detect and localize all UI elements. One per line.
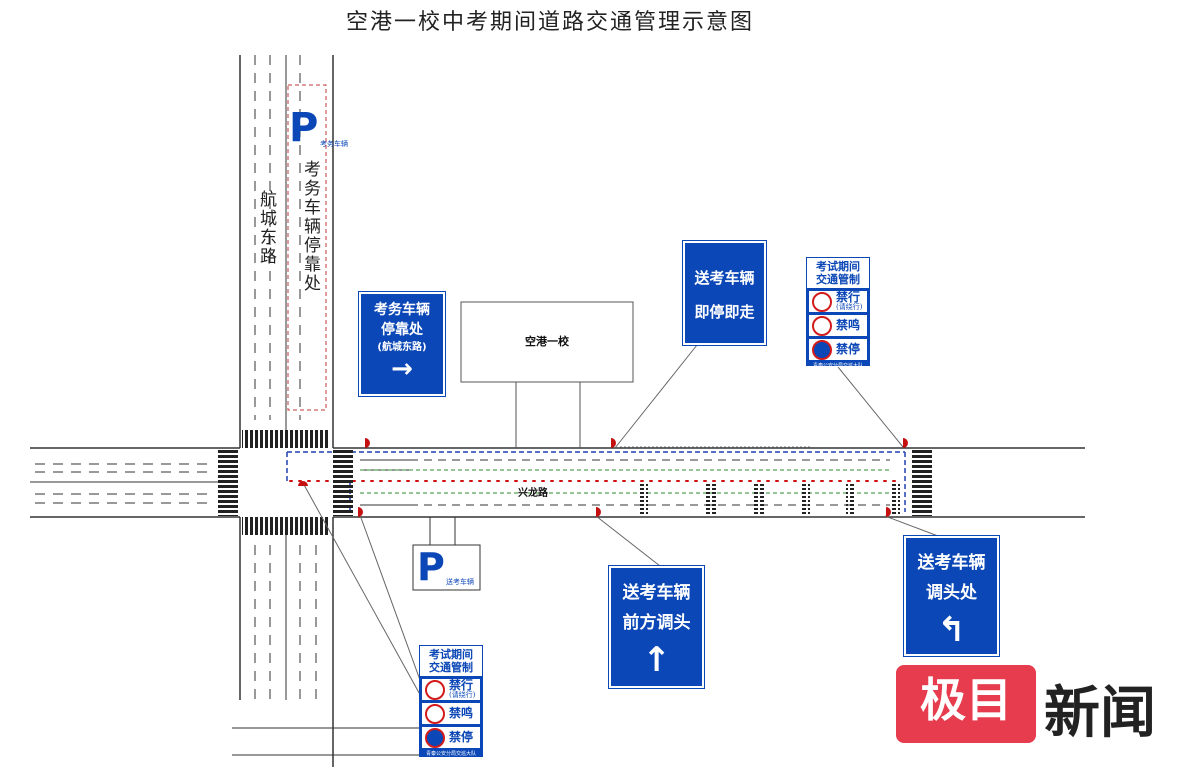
- sign-marker: [596, 507, 601, 517]
- sign-marker: [886, 507, 891, 517]
- no-honking-label: 禁鸣: [836, 318, 861, 332]
- lane-marker: [890, 482, 900, 515]
- dropoff-parking-lot: [412, 544, 481, 591]
- traffic-control-sign-upper: 考试期间 交通管制 禁行(请绕行) 禁鸣 禁停 青秦公安分局交巡大队: [806, 257, 870, 369]
- staff-parking-p-icon: P: [289, 105, 319, 151]
- control-row-no-entry: 禁行(请绕行): [809, 291, 867, 312]
- leader-line: [302, 482, 424, 701]
- sign-marker: [903, 438, 908, 448]
- staff-stop-line2: 停靠处: [381, 322, 423, 338]
- crosswalk-far-east: [912, 450, 932, 516]
- lane-marker: [638, 482, 648, 515]
- dropoff-parking-p-icon: P: [417, 545, 445, 589]
- detour-label: (请绕行): [836, 303, 863, 311]
- traffic-control-sign-lower: 考试期间 交通管制 禁行(请绕行) 禁鸣 禁停 青秦公安分局交巡大队: [419, 645, 483, 757]
- control-head-line1: 考试期间: [429, 648, 473, 661]
- no-stopping-icon: [425, 727, 445, 748]
- no-vehicles-icon: [812, 291, 832, 312]
- sign-marker: [298, 481, 308, 486]
- control-row-no-honk: 禁鸣: [422, 703, 480, 724]
- control-sign-footer: 青秦公安分局交巡大队: [425, 751, 476, 757]
- lane-marker: [706, 482, 716, 515]
- staff-stop-line1: 考务车辆: [374, 302, 430, 318]
- staff-parking-small-label: 考务车辆: [320, 140, 348, 148]
- no-entry-label: 禁行: [449, 678, 474, 692]
- crosswalk-east: [333, 450, 353, 516]
- sign-marker: [358, 507, 363, 517]
- crosswalk-north: [242, 430, 330, 448]
- staff-stop-sign: 考务车辆 停靠处 (航城东路) →: [358, 291, 446, 397]
- sign-marker: [611, 438, 616, 448]
- no-vehicles-icon: [425, 679, 445, 700]
- road-label-hangcheng-east: 航城东路: [256, 190, 276, 266]
- control-sign-footer: 青秦公安分局交巡大队: [812, 363, 863, 369]
- sign-marker: [365, 438, 370, 448]
- uturn-ahead-sign: 送考车辆 前方调头 ↑: [608, 565, 705, 689]
- control-row-no-stop: 禁停: [809, 339, 867, 360]
- uturn-ahead-line2: 前方调头: [622, 613, 691, 633]
- up-arrow-icon: ↑: [642, 640, 671, 680]
- control-sign-header: 考试期间 交通管制: [420, 646, 482, 676]
- quick-drop-line2: 即停即走: [694, 303, 755, 321]
- dropoff-parking-small-label: 送考车辆: [446, 578, 474, 586]
- staff-parking-zone: [287, 84, 327, 411]
- no-stopping-icon: [812, 339, 832, 360]
- no-stopping-label: 禁停: [836, 342, 861, 356]
- uturn-here-sign: 送考车辆 调头处 ↰: [903, 535, 1000, 657]
- control-head-line2: 交通管制: [816, 273, 860, 286]
- uturn-here-line1: 送考车辆: [917, 553, 986, 573]
- leader-line: [595, 515, 661, 567]
- uturn-ahead-line1: 送考车辆: [622, 583, 691, 603]
- control-row-no-stop: 禁停: [422, 727, 480, 748]
- no-honking-icon: [425, 703, 445, 724]
- watermark-logo-text: 新闻: [1044, 680, 1156, 746]
- control-row-no-entry: 禁行(请绕行): [422, 679, 480, 700]
- no-entry-label: 禁行: [836, 290, 861, 304]
- staff-parking-vertical-label: 考务车辆停靠处: [300, 160, 320, 293]
- crosswalk-west: [218, 450, 238, 516]
- leader-line: [359, 514, 421, 681]
- no-honking-icon: [812, 315, 832, 336]
- detour-label: (请绕行): [449, 691, 476, 699]
- crosswalk-south: [242, 517, 330, 535]
- leader-line: [884, 515, 939, 537]
- no-stopping-label: 禁停: [449, 730, 474, 744]
- school-building: [460, 301, 634, 383]
- no-honking-label: 禁鸣: [449, 706, 474, 720]
- uturn-arrow-icon: ↰: [937, 610, 966, 650]
- leader-line: [614, 344, 698, 449]
- lane-marker: [754, 482, 764, 515]
- diagram-title: 空港一校中考期间道路交通管理示意图: [345, 10, 754, 35]
- lane-marker: [800, 482, 810, 515]
- leader-line: [837, 366, 904, 448]
- right-arrow-icon: →: [391, 354, 413, 384]
- uturn-here-line2: 调头处: [926, 583, 977, 603]
- control-head-line2: 交通管制: [429, 661, 473, 674]
- control-sign-header: 考试期间 交通管制: [807, 258, 869, 288]
- quick-drop-sign: 送考车辆 即停即走: [682, 240, 767, 346]
- school-label: 空港一校: [525, 335, 569, 348]
- control-head-line1: 考试期间: [816, 260, 860, 273]
- lane-marker: [846, 482, 856, 515]
- quick-drop-line1: 送考车辆: [694, 269, 755, 287]
- watermark-logo-box: 极目: [896, 665, 1036, 743]
- staff-stop-line3: (航城东路): [377, 342, 427, 353]
- road-label-xinglong: 兴龙路: [518, 488, 548, 499]
- control-row-no-honk: 禁鸣: [809, 315, 867, 336]
